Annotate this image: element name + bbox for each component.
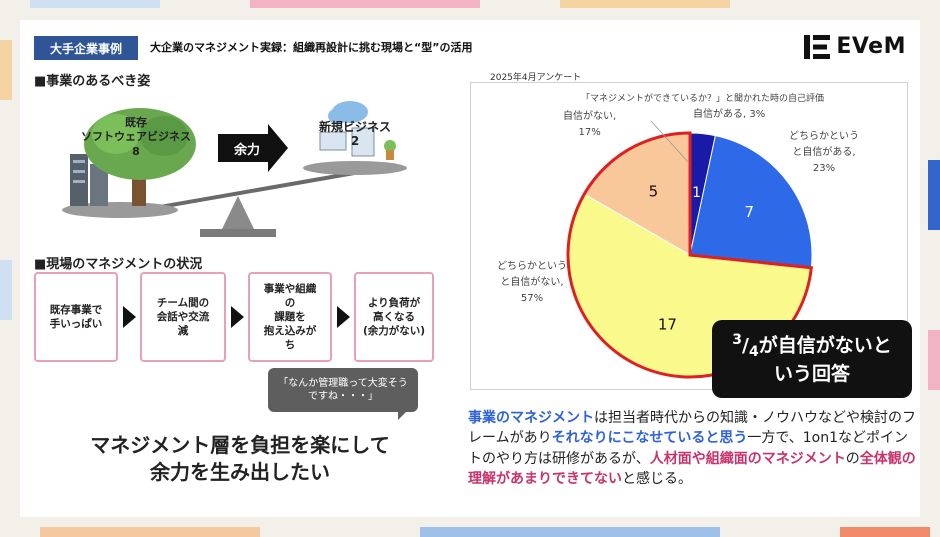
flow-step: 事業や組織 の 課題を 抱え込みが ち — [248, 272, 332, 362]
pie-inner-label: 1 — [692, 185, 701, 201]
callout-text: が自信がないと いう回答 — [758, 334, 892, 385]
para-text: の — [845, 450, 860, 467]
sprout-icon — [384, 140, 396, 152]
evem-logo-icon — [804, 34, 831, 59]
pie-inner-label: 5 — [649, 183, 659, 201]
seesaw-illustration: 既存 ソフトウェアビジネス 8 余力 新規ビジネス 2 — [50, 84, 430, 244]
highlight-business-mgmt: 事業のマネジメント — [468, 410, 594, 426]
para-text: は担当者時代からの知識・ノウハウなどや検討のフレームがあり — [468, 410, 916, 447]
decor-stripe — [560, 0, 730, 8]
flow-step: より負荷が 高くなる (余力がない) — [354, 272, 434, 362]
decor-stripe — [40, 527, 260, 537]
decor-stripe — [0, 260, 12, 320]
decor-stripe — [420, 527, 720, 537]
bottom-message: マネジメント層を負担を楽にして 余力を生み出したい — [90, 433, 390, 484]
decor-stripe — [840, 527, 930, 537]
pie-inner-label: 17 — [658, 316, 677, 334]
highlight-can-handle: それなりにこなせていると思う — [551, 430, 748, 447]
monitor-icon — [351, 127, 375, 157]
summary-paragraph: 事業のマネジメントは担当者時代からの知識・ノウハウなどや検討のフレームがありそれ… — [468, 408, 916, 489]
decor-stripe — [30, 0, 160, 8]
chart-title: 「マネジメントができているか？」と聞かれた時の自己評価 — [581, 94, 825, 104]
highlight-overall-view: 全体観の理解があまりできてない — [468, 450, 916, 487]
fraction-slash: / — [742, 334, 749, 356]
para-text: と感じる。 — [622, 470, 692, 487]
fulcrum — [222, 196, 254, 229]
survey-label: 2025年4月アンケート — [490, 73, 582, 83]
callout-box: 3/4が自信がないと いう回答 — [712, 320, 912, 398]
speech-bubble-tail — [398, 406, 412, 420]
section-heading-ideal: ■事業のあるべき姿 — [34, 74, 151, 89]
speech-bubble: 「なんか管理職って大変そう ですね・・・」 — [268, 368, 418, 412]
existing-business-label: 既存 ソフトウェアビジネス 8 — [81, 116, 191, 158]
fraction-numerator: 3 — [732, 331, 743, 348]
decor-stripe — [928, 330, 940, 390]
label-not-confident: 自信がない, 17% — [563, 111, 617, 138]
slide: 大手企業事例 大企業のマネジメント実録：組織再設計に挑む現場と“型”の活用 EV… — [20, 20, 920, 517]
case-tag: 大手企業事例 — [34, 36, 138, 60]
slide-title: 大企業のマネジメント実録：組織再設計に挑む現場と“型”の活用 — [150, 41, 473, 54]
label-somewhat-confident: どちらかという と自信がある, 23% — [789, 131, 859, 174]
label-confident: 自信がある, 3% — [693, 109, 766, 120]
fulcrum-base — [200, 229, 276, 237]
new-business-label: 新規ビジネス 2 — [318, 120, 391, 149]
evem-logo: EVeM — [804, 34, 906, 59]
section-heading-current: ■現場のマネジメントの状況 — [34, 257, 203, 272]
tree-trunk — [132, 172, 146, 206]
flow-step: チーム間の 会話や交流 減 — [140, 272, 226, 362]
laptop-icon — [319, 131, 347, 151]
leader-line — [650, 120, 690, 164]
server-icon — [90, 164, 108, 206]
flow-arrow-icon — [231, 306, 244, 328]
para-text: 一方で、1on1などポイントのやり方は研修があるが、 — [468, 430, 909, 467]
decor-stripe — [0, 40, 12, 100]
pie-inner-label: 7 — [744, 203, 754, 221]
right-pan — [303, 161, 407, 175]
decor-stripe — [250, 0, 480, 8]
arrow-icon — [218, 124, 288, 172]
flow-diagram: 既存事業で 手いっぱい チーム間の 会話や交流 減 事業や組織 の 課題を 抱え… — [34, 272, 434, 362]
fraction-denominator: 4 — [748, 343, 759, 360]
pie-slice-somewhat-confident — [689, 135, 813, 269]
decor-stripe — [928, 160, 940, 230]
highlight-people-org-mgmt: 人材面や組織面のマネジメント — [649, 450, 846, 467]
surplus-label: 余力 — [233, 143, 260, 158]
label-somewhat-not-confident: どちらかという と自信がない, 57% — [497, 261, 567, 304]
flow-arrow-icon — [337, 306, 350, 328]
logo-text: EVeM — [836, 34, 906, 59]
flow-arrow-icon — [123, 306, 136, 328]
flow-step: 既存事業で 手いっぱい — [34, 272, 118, 362]
